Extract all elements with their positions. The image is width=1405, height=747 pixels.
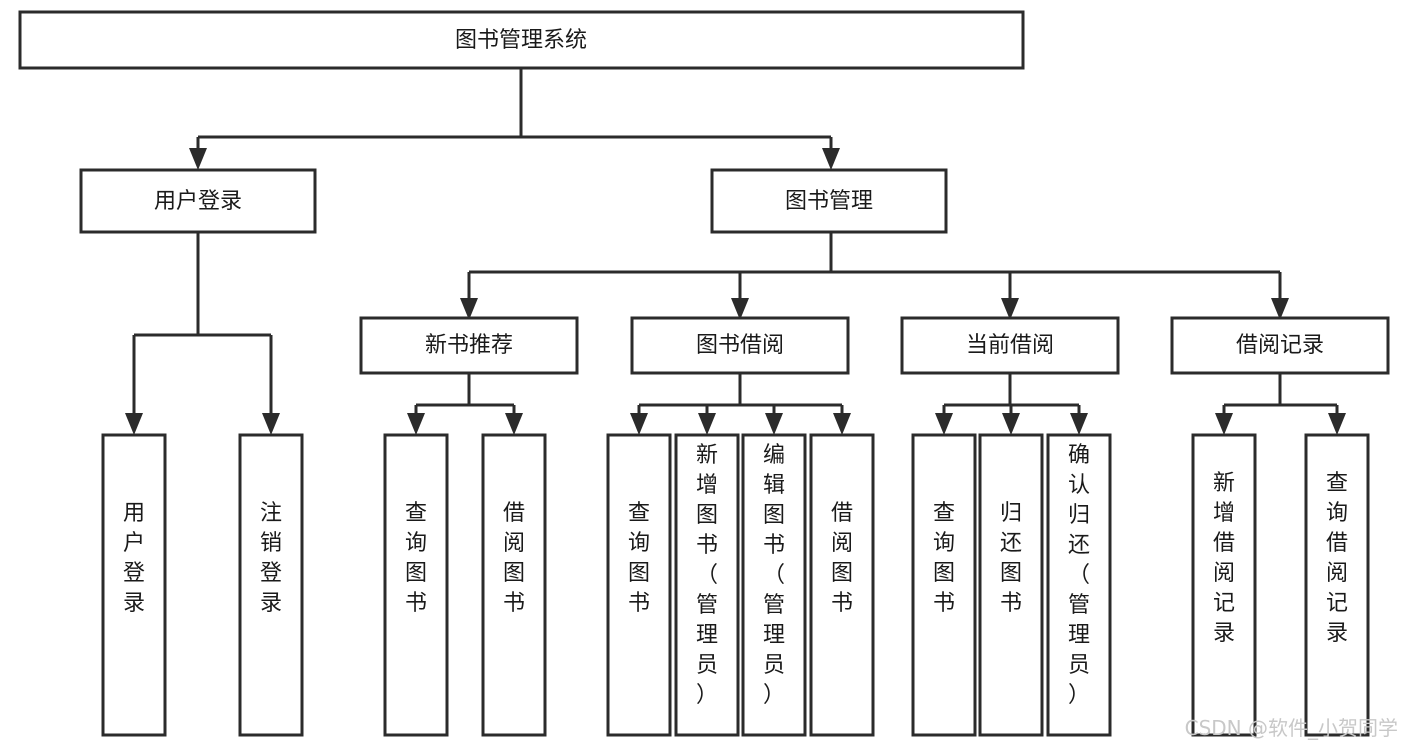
- node-user-login-label: 用户登录: [154, 189, 242, 214]
- node-leaf-query-book-3-box[interactable]: [911, 433, 977, 737]
- node-leaf-borrow-book-2[interactable]: 借阅图书: [809, 433, 875, 737]
- arrow-leaf-user-login: [125, 413, 143, 435]
- node-leaf-user-logout-box[interactable]: [238, 433, 304, 737]
- node-leaf-return-book[interactable]: 归还图书: [978, 433, 1044, 737]
- node-current-borrow[interactable]: 当前借阅: [900, 316, 1120, 375]
- node-user-login-box[interactable]: [79, 168, 317, 234]
- arrow-leaf-query-book-3: [935, 413, 953, 435]
- node-leaf-confirm-return-label: 确认归还（管理员）: [1068, 443, 1090, 708]
- node-leaf-add-book[interactable]: 新增图书（管理员）: [674, 433, 740, 737]
- arrow-leaf-add-book: [698, 413, 716, 435]
- node-leaf-add-record-label: 新增借阅记录: [1213, 471, 1235, 646]
- arrow-leaf-add-record: [1215, 413, 1233, 435]
- node-leaf-query-book-1[interactable]: 查询图书: [383, 433, 449, 737]
- node-leaf-return-book-label: 归还图书: [1000, 501, 1022, 616]
- node-leaf-borrow-book-1-label: 借阅图书: [503, 501, 525, 616]
- node-leaf-edit-book[interactable]: 编辑图书（管理员）: [741, 433, 807, 737]
- node-leaf-add-book-label: 新增图书（管理员）: [696, 443, 718, 708]
- arrow-leaf-edit-book: [765, 413, 783, 435]
- node-leaf-query-book-3-label: 查询图书: [933, 501, 955, 616]
- node-leaf-user-logout-label: 注销登录: [260, 501, 282, 616]
- node-leaf-query-book-2[interactable]: 查询图书: [606, 433, 672, 737]
- node-root-label: 图书管理系统: [455, 28, 587, 53]
- arrow-leaf-query-record: [1328, 413, 1346, 435]
- node-user-login[interactable]: 用户登录: [79, 168, 317, 234]
- node-current-borrow-box[interactable]: [900, 316, 1120, 375]
- arrow-book-management: [822, 148, 840, 170]
- node-borrow-record[interactable]: 借阅记录: [1170, 316, 1390, 375]
- node-leaf-query-book-1-box[interactable]: [383, 433, 449, 737]
- node-book-management[interactable]: 图书管理: [710, 168, 948, 234]
- arrow-leaf-confirm-return: [1070, 413, 1088, 435]
- node-leaf-user-login-box[interactable]: [101, 433, 167, 737]
- node-leaf-user-login[interactable]: 用户登录: [101, 433, 167, 737]
- node-leaf-return-book-box[interactable]: [978, 433, 1044, 737]
- arrow-leaf-borrow-book-1: [505, 413, 523, 435]
- node-leaf-borrow-book-1[interactable]: 借阅图书: [481, 433, 547, 737]
- node-book-management-label: 图书管理: [785, 189, 873, 214]
- node-leaf-confirm-return[interactable]: 确认归还（管理员）: [1046, 433, 1112, 737]
- node-book-management-box[interactable]: [710, 168, 948, 234]
- node-leaf-add-record[interactable]: 新增借阅记录: [1191, 433, 1257, 737]
- node-leaf-confirm-return-box[interactable]: [1046, 433, 1112, 737]
- node-new-book-recommend-label: 新书推荐: [425, 333, 513, 358]
- watermark-label: CSDN @软件_小贺同学: [1185, 716, 1398, 740]
- arrow-leaf-query-book-1: [407, 413, 425, 435]
- node-leaf-query-book-2-label: 查询图书: [628, 501, 650, 616]
- arrow-leaf-borrow-book-2: [833, 413, 851, 435]
- node-leaf-add-book-box[interactable]: [674, 433, 740, 737]
- node-book-borrow-label: 图书借阅: [696, 333, 784, 358]
- node-root-box[interactable]: [18, 10, 1025, 70]
- arrow-leaf-query-book-2: [630, 413, 648, 435]
- node-borrow-record-box[interactable]: [1170, 316, 1390, 375]
- node-leaf-edit-book-label: 编辑图书（管理员）: [763, 443, 785, 708]
- node-leaf-add-record-box[interactable]: [1191, 433, 1257, 737]
- node-book-borrow-box[interactable]: [630, 316, 850, 375]
- node-leaf-query-record-label: 查询借阅记录: [1326, 471, 1348, 646]
- node-leaf-borrow-book-2-box[interactable]: [809, 433, 875, 737]
- arrow-user-login: [189, 148, 207, 170]
- node-leaf-query-record-box[interactable]: [1304, 433, 1370, 737]
- node-leaf-query-book-2-box[interactable]: [606, 433, 672, 737]
- node-new-book-recommend[interactable]: 新书推荐: [359, 316, 579, 375]
- node-leaf-user-logout[interactable]: 注销登录: [238, 433, 304, 737]
- node-new-book-recommend-box[interactable]: [359, 316, 579, 375]
- node-leaf-borrow-book-1-box[interactable]: [481, 433, 547, 737]
- node-leaf-edit-book-box[interactable]: [741, 433, 807, 737]
- node-book-borrow[interactable]: 图书借阅: [630, 316, 850, 375]
- node-leaf-user-login-label: 用户登录: [123, 501, 145, 616]
- node-borrow-record-label: 借阅记录: [1236, 333, 1324, 358]
- node-leaf-query-record[interactable]: 查询借阅记录: [1304, 433, 1370, 737]
- node-leaf-query-book-3[interactable]: 查询图书: [911, 433, 977, 737]
- arrow-leaf-user-logout: [262, 413, 280, 435]
- node-leaf-borrow-book-2-label: 借阅图书: [831, 501, 853, 616]
- node-root[interactable]: 图书管理系统: [18, 10, 1025, 70]
- arrow-leaf-return-book: [1002, 413, 1020, 435]
- connector-layer: [125, 68, 1346, 435]
- node-leaf-query-book-1-label: 查询图书: [405, 501, 427, 616]
- node-current-borrow-label: 当前借阅: [966, 333, 1054, 358]
